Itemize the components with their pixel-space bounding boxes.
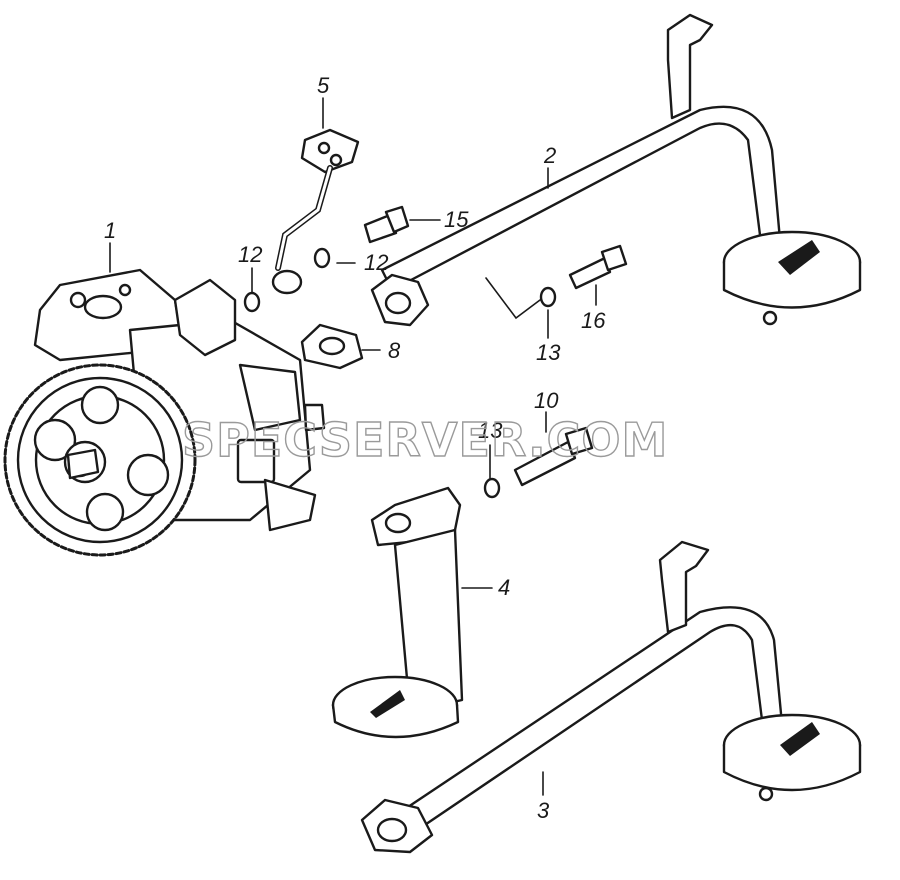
washer-12-right [313, 247, 331, 269]
gasket-8 [300, 323, 364, 370]
callout-16: 16 [581, 308, 606, 333]
callout-2: 2 [543, 143, 556, 168]
callout-3: 3 [537, 798, 550, 823]
callout-10: 10 [534, 388, 559, 413]
washer-12-left [243, 291, 261, 313]
watermark: SPECSERVER.COM [182, 413, 668, 467]
oil-tube-5 [271, 128, 360, 295]
oil-pickup-4 [331, 486, 464, 739]
oil-intake-tube-2 [370, 13, 862, 327]
callout-12-right: 12 [364, 250, 388, 275]
callout-13-lower: 13 [478, 418, 503, 443]
leader-lines [109, 97, 597, 796]
oil-intake-tube-3 [360, 540, 862, 854]
bolt-16 [568, 244, 628, 290]
callout-12-left: 12 [238, 242, 262, 267]
washer-13-lower [483, 477, 501, 499]
callout-4: 4 [498, 575, 510, 600]
washer-13-upper [539, 286, 557, 308]
callout-labels: 1 2 3 4 5 8 10 12 12 13 13 15 16 [104, 73, 606, 823]
oil-pump-assembly [3, 268, 326, 557]
callout-5: 5 [317, 73, 330, 98]
callout-15: 15 [444, 207, 469, 232]
bolt-10 [513, 426, 594, 487]
bolt-15 [363, 205, 410, 244]
callout-1: 1 [104, 218, 116, 243]
callout-13-upper: 13 [536, 340, 561, 365]
callout-8: 8 [388, 338, 401, 363]
